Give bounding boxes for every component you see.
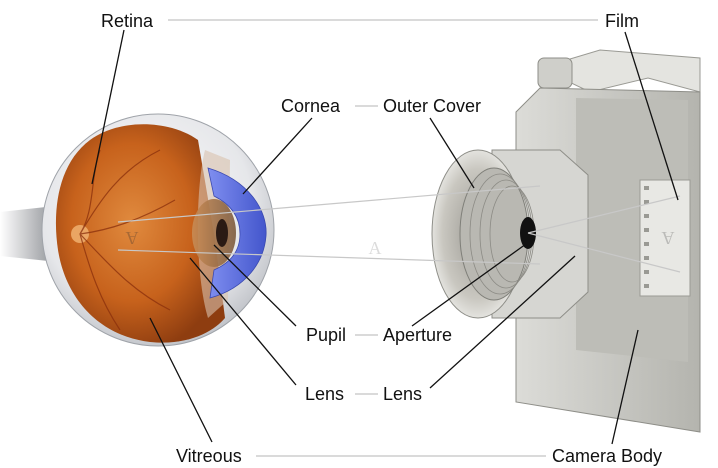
label-outer-cover: Outer Cover [383, 96, 481, 116]
label-lens-eye: Lens [305, 384, 344, 404]
label-film: Film [605, 11, 639, 31]
projected-letter-center: A [369, 238, 382, 258]
label-pupil: Pupil [306, 325, 346, 345]
retina-inverted-image: A [126, 228, 139, 248]
camera-knob [538, 58, 572, 88]
label-cornea: Cornea [281, 96, 341, 116]
label-retina: Retina [101, 11, 154, 31]
eye-illustration: A [0, 114, 274, 346]
label-camera-body: Camera Body [552, 446, 662, 466]
eye-lens [192, 199, 236, 267]
label-lens-camera: Lens [383, 384, 422, 404]
film-inverted-image: A [662, 228, 675, 248]
label-vitreous: Vitreous [176, 446, 242, 466]
label-aperture: Aperture [383, 325, 452, 345]
iris-pupil [216, 219, 228, 247]
